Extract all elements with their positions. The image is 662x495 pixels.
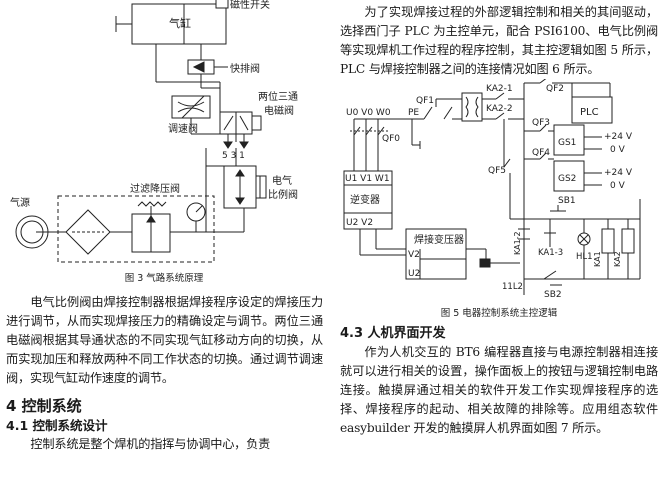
fig3-label-proportional: 比例阀	[268, 188, 298, 201]
fig5-label-mains: U0 V0 W0	[346, 108, 391, 118]
welding-transformer-box	[405, 228, 467, 280]
fig5-label-transformer: 焊接变压器	[414, 233, 464, 246]
speed-valve	[171, 95, 211, 119]
fig5-label-l2: 11L2	[502, 282, 523, 292]
fig5-label-ka13: KA1-3	[538, 248, 563, 258]
fig5-label-gs2: GS2	[558, 174, 576, 184]
left-paragraph-1: 电气比例阀由焊接控制器根据焊接程序设定的焊接压力进行调节，从而实现焊接压力的精确…	[6, 295, 323, 385]
fig5-label-inv-in: U1 V1 W1	[345, 174, 390, 184]
fig5-label-qf4: QF4	[532, 148, 550, 158]
fig5-label-plc: PLC	[580, 107, 599, 118]
fig3-label-air-source: 气源	[10, 196, 30, 209]
figure-5-caption: 图 5 电器控制系统主控逻辑	[440, 308, 558, 319]
fig3-label-quick-exhaust: 快排阀	[230, 62, 260, 75]
fig3-label-two-three-way: 两位三通	[258, 90, 298, 103]
gs1-box	[553, 124, 585, 156]
fig5-label-pe: PE	[408, 108, 419, 118]
figure-3-caption: 图 3 气路系统原理	[125, 272, 204, 284]
fig5-label-inv-out: U2 V2	[346, 218, 373, 228]
fig5-label-qf1: QF1	[416, 96, 434, 106]
fig5-label-qf3: QF3	[532, 118, 550, 128]
fig3-label-solenoid-valve: 电磁阀	[264, 104, 294, 117]
inverter-box	[343, 170, 393, 230]
air-source-symbol	[15, 215, 49, 249]
fig5-label-sb1: SB1	[558, 196, 576, 206]
relay-coil-ka2	[621, 228, 635, 254]
gs2-box	[553, 160, 585, 192]
fig5-label-sb2: SB2	[544, 290, 562, 300]
fig5-label-ka1: KA1	[593, 251, 602, 267]
fig5-label-inverter: 逆变器	[350, 193, 380, 206]
fig5-label-u2: U2	[408, 269, 420, 279]
left-column: 气缸 磁性开关 快排阀 两位三通 电磁阀 调速阀 5 3 1 过滤降压阀 气源 …	[6, 0, 323, 454]
fig3-label-filter-regulator: 过滤降压阀	[130, 182, 180, 195]
fig5-label-ka12: KA1-2	[513, 231, 522, 255]
left-paragraph-2: 控制系统是整个焊机的指挥与协调中心，负责	[30, 437, 271, 451]
right-paragraph-2: 作为人机交互的 BT6 编程器直接与电源控制器相连接就可以进行相关的设置，操作面…	[340, 345, 658, 435]
fig5-label-gs1: GS1	[558, 138, 576, 148]
fig5-label-zero-b: 0 V	[610, 181, 626, 191]
fig5-label-ka2: KA2	[613, 251, 622, 267]
fig5-label-qf0: QF0	[382, 134, 400, 144]
relay-coil-ka1	[601, 228, 615, 254]
fig5-label-hl1: HL1	[576, 252, 593, 262]
fig3-label-electric: 电气	[272, 174, 292, 187]
figure-3-pneumatic-diagram: 气缸 磁性开关 快排阀 两位三通 电磁阀 调速阀 5 3 1 过滤降压阀 气源 …	[10, 0, 298, 284]
fig5-label-plus24b: +24 V	[604, 168, 633, 178]
control-transformer	[461, 92, 483, 122]
right-paragraph-1: 为了实现焊接过程的外部逻辑控制和相关的其间驱动，选择西门子 PLC 为主控单元，…	[340, 5, 658, 76]
plc-box	[571, 96, 613, 124]
section-4-1-heading: 4.1 控制系统设计	[6, 418, 108, 433]
fig5-label-zero-a: 0 V	[610, 145, 626, 155]
fig5-label-qf5: QF5	[488, 166, 506, 176]
fig5-label-plus24a: +24 V	[604, 132, 633, 142]
right-column: 为了实现焊接过程的外部逻辑控制和相关的其间驱动，选择西门子 PLC 为主控单元，…	[340, 0, 658, 438]
fig3-label-ports: 5 3 1	[222, 151, 245, 161]
section-4-3-heading: 4.3 人机界面开发	[340, 326, 446, 341]
fig3-label-speed-valve: 调速阀	[168, 122, 198, 135]
fig5-label-ka21: KA2-1	[486, 84, 513, 94]
fig3-label-cylinder: 气缸	[169, 16, 191, 30]
fig5-label-qf2: QF2	[546, 84, 564, 94]
fig5-label-ka22: KA2-2	[486, 104, 513, 114]
fig5-label-v2: V2	[408, 250, 420, 260]
figure-5-control-logic-diagram: U0 V0 W0 PE QF0 QF1 QF2 KA2-1 KA2-2 PLC …	[343, 79, 641, 300]
section-4-heading: 4 控制系统	[6, 397, 82, 415]
fig3-label-magnetic-switch: 磁性开关	[230, 0, 270, 11]
